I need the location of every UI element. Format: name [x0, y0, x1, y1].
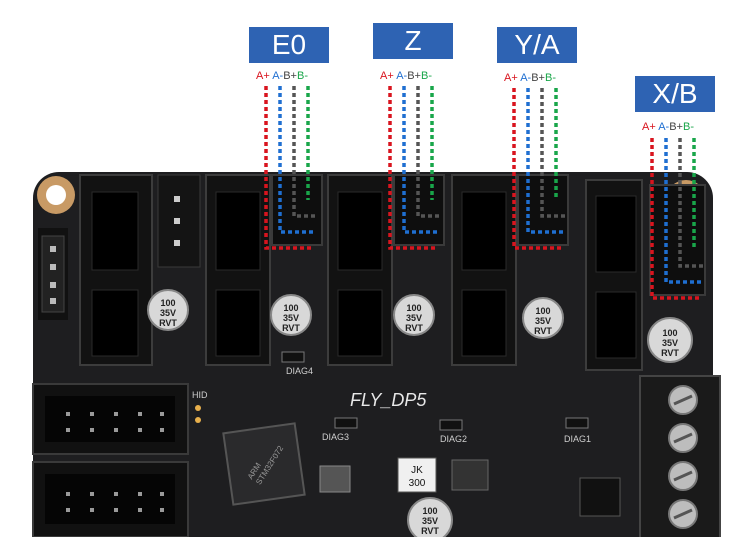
- motor-label-z: Z: [373, 23, 453, 59]
- wire-b-plus-z: [416, 86, 442, 218]
- pin-b-plus: B+: [531, 72, 545, 84]
- diag4-label: DIAG4: [286, 366, 313, 376]
- motor-label-e0: E0: [249, 27, 329, 63]
- cap-text-1: 100: [535, 306, 550, 316]
- cap-text-2: 35V: [422, 516, 438, 526]
- wire-a-plus-z: [388, 86, 438, 250]
- pin-labels-e0: A+ A-B+B-: [256, 70, 336, 82]
- wire-b-plus-e0: [292, 86, 318, 218]
- wire-b-plus-xb: [678, 138, 704, 268]
- wiring-overlay: [264, 86, 704, 300]
- wire-a-minus-z: [402, 86, 440, 234]
- pin-a-plus: A+: [642, 121, 656, 133]
- cap-text-1: 100: [283, 303, 298, 313]
- diag2-label: DIAG2: [440, 434, 467, 444]
- cap-text-3: RVT: [282, 323, 300, 333]
- cap-text-2: 35V: [535, 316, 551, 326]
- board-name: FLY_DP5: [350, 390, 427, 410]
- cap-text-2: 35V: [406, 313, 422, 323]
- cap-text-3: RVT: [534, 326, 552, 336]
- diag3-label: DIAG3: [322, 432, 349, 442]
- pin-b-plus: B+: [407, 70, 421, 82]
- mcu-chip: [222, 422, 306, 506]
- pin-labels-xb: A+ A-B+B-: [642, 121, 722, 133]
- cap-text-1: 100: [160, 298, 175, 308]
- pin-a-minus: A-: [520, 72, 532, 84]
- inductor: [397, 457, 437, 493]
- cap-text-2: 35V: [283, 313, 299, 323]
- cap-text-3: RVT: [661, 348, 679, 358]
- pin-b-plus: B+: [283, 70, 297, 82]
- wire-a-plus-ya: [512, 88, 562, 250]
- pin-a-plus: A+: [256, 70, 270, 82]
- wire-a-minus-ya: [526, 88, 564, 234]
- wire-a-minus-e0: [278, 86, 316, 234]
- pin-a-plus: A+: [504, 72, 518, 84]
- cap-text-2: 35V: [662, 338, 678, 348]
- pin-labels-z: A+ A-B+B-: [380, 70, 460, 82]
- wire-a-plus-e0: [264, 86, 314, 250]
- capacitors: [147, 289, 693, 537]
- pin-b-plus: B+: [669, 121, 683, 133]
- cap-text-1: 100: [422, 506, 437, 516]
- pin-b-minus: B-: [682, 121, 694, 133]
- hid-label: HID: [192, 390, 208, 400]
- pin-labels-ya: A+ A-B+B-: [504, 72, 584, 84]
- wire-a-minus-xb: [664, 138, 702, 284]
- cap-text-3: RVT: [159, 318, 177, 328]
- pin-b-minus: B-: [296, 70, 308, 82]
- cap-text-1: 100: [662, 328, 677, 338]
- pin-a-minus: A-: [272, 70, 284, 82]
- diag1-label: DIAG1: [564, 434, 591, 444]
- cap-text-3: RVT: [405, 323, 423, 333]
- cap-text-2: 35V: [160, 308, 176, 318]
- motor-label-ya: Y/A: [497, 27, 577, 63]
- inductor-label-1: JK: [411, 465, 423, 476]
- wire-a-plus-xb: [650, 138, 700, 300]
- cap-text-1: 100: [406, 303, 421, 313]
- motor-label-xb: X/B: [635, 76, 715, 112]
- pin-b-minus: B-: [420, 70, 432, 82]
- inductor-label-2: 300: [409, 478, 426, 489]
- pin-b-minus: B-: [544, 72, 556, 84]
- pin-a-minus: A-: [396, 70, 408, 82]
- pin-a-minus: A-: [658, 121, 670, 133]
- pin-a-plus: A+: [380, 70, 394, 82]
- wire-b-plus-ya: [540, 88, 566, 218]
- cap-text-3: RVT: [421, 526, 439, 536]
